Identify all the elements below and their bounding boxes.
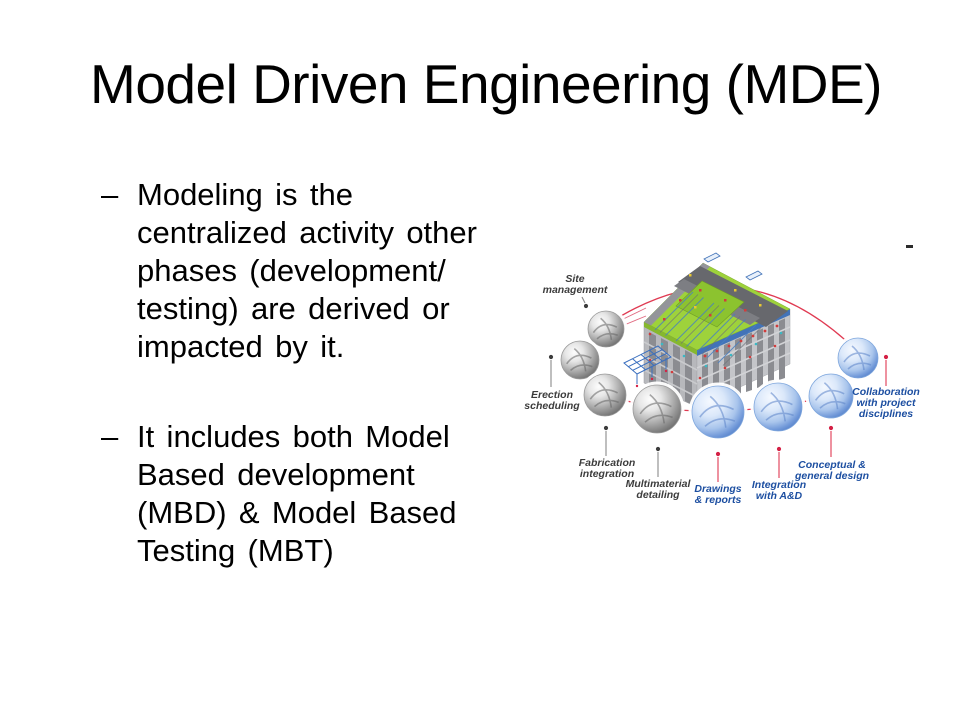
callout-drawings-reports: Drawings& reports [694,451,742,506]
building-roof-frame [703,252,721,263]
fabrication-integration-photo-circle [583,373,627,417]
bim-lifecycle-diagram: SitemanagementErectionschedulingFabricat… [524,245,920,506]
node-integration-with-ad [750,379,806,435]
node-conceptual-general-design [805,370,857,422]
circle-texture [639,393,673,424]
site-management-photo-circle [587,310,625,348]
drawings-reports-photo-circle [691,385,745,439]
callout-circles-layer [557,307,882,442]
integration-with-ad-photo-circle [753,382,803,432]
bullet-dash-marker: – [101,419,119,454]
building-roof-frame [745,270,763,281]
circle-texture [589,381,619,408]
building-red-accents [648,289,779,380]
circle-texture [699,395,736,428]
callout-conceptual-general-design: Conceptual &general design [794,425,869,482]
building-joists [654,291,757,364]
conceptual-general-design-photo-circle [808,373,854,419]
callout-connector-dot [583,303,589,309]
callout-connector-line [581,296,586,304]
node-drawings-reports [688,382,748,442]
callout-connector-dot [655,446,661,452]
circle-texture [843,345,872,371]
building-joists-grey [659,294,762,366]
callout-connector-dot [603,425,609,431]
conceptual-general-design-label: Conceptual &general design [794,459,869,482]
callout-connector-dot [828,425,834,431]
circle-texture [592,317,618,340]
callout-connector-dot [776,446,782,452]
callout-connector-dot [548,354,554,360]
drawings-reports-label: Drawings& reports [694,483,741,506]
collaboration-project-disciplines-photo-circle [837,337,879,379]
node-erection-scheduling [557,337,603,383]
circle-texture [566,347,593,372]
bullet-dash-marker: – [101,177,119,212]
callout-connector-dot [883,354,889,360]
circle-texture [814,382,846,410]
building-deck-edge [644,322,697,355]
bim-building-illustration [623,252,791,408]
node-multimaterial-detailing [629,381,685,437]
slide-title: Model Driven Engineering (MDE) [90,53,882,115]
multimaterial-detailing-photo-circle [632,384,682,434]
node-site-management [584,307,628,351]
callout-connector-dot [715,451,721,457]
node-fabrication-integration [580,370,630,420]
building-canopy-dots [635,369,668,388]
stray-dash-mark [906,245,913,248]
circle-texture [760,391,794,422]
erection-scheduling-photo-circle [560,340,600,380]
node-collaboration-project-disciplines [834,334,882,382]
building-yellow-accents [689,274,762,309]
building-canopy [623,345,672,384]
building-teal-accents [660,331,783,368]
